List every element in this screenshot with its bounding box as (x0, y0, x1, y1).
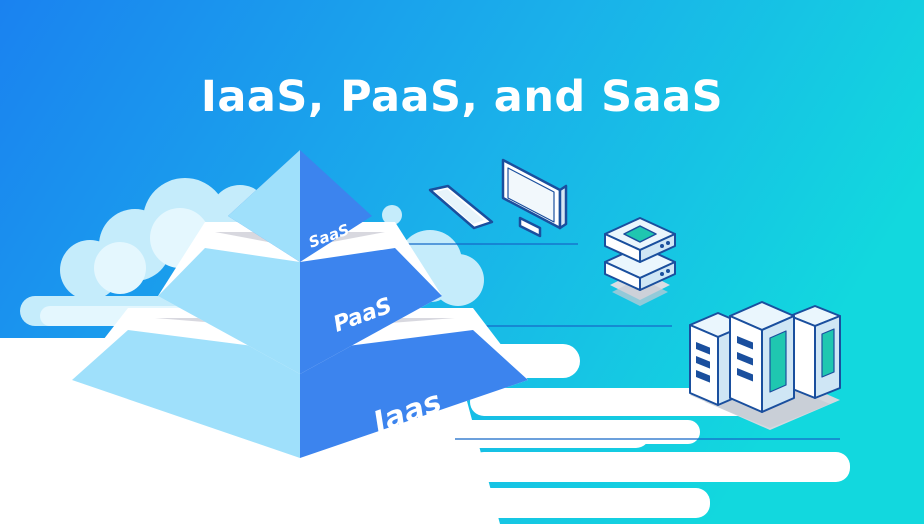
page-title: IaaS, PaaS, and SaaS (200, 72, 724, 122)
phone-icon (428, 184, 494, 230)
pyramid-top-tier (228, 150, 372, 262)
pyramid-middle-tier (158, 222, 442, 374)
monitor-icon (501, 158, 568, 238)
connector-lines (405, 243, 840, 440)
server-stack-icon (604, 217, 676, 306)
floating-bubble (382, 205, 402, 225)
server-racks-icon (689, 301, 841, 430)
